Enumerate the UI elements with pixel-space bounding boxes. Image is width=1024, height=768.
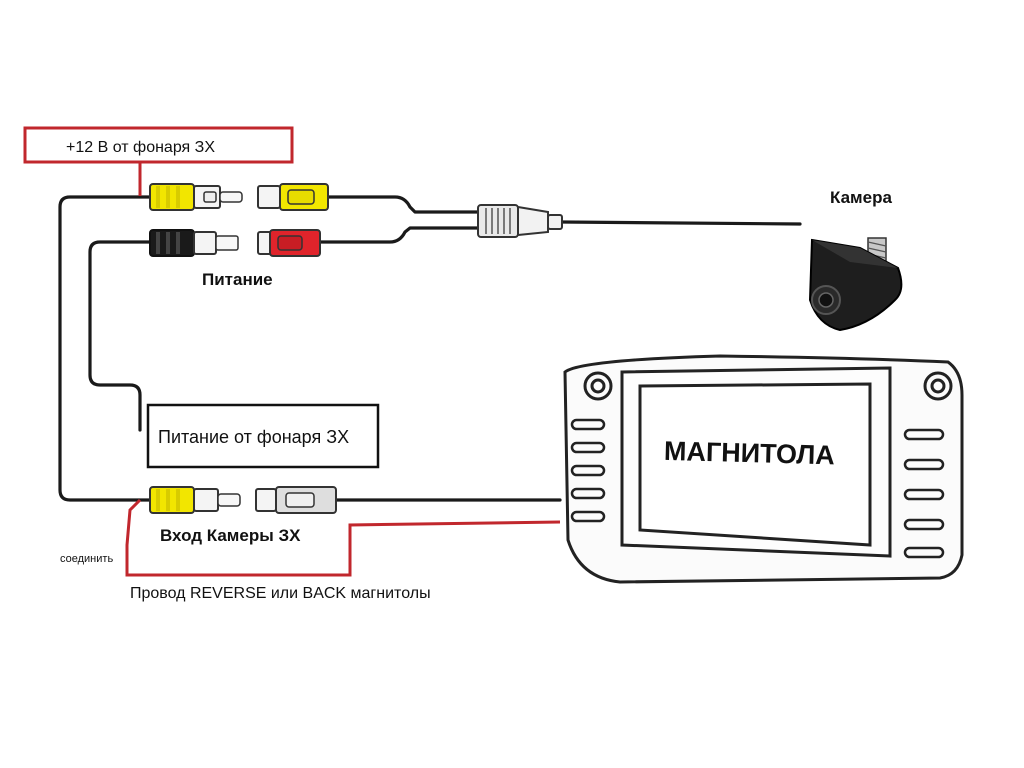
label-camera-input: Вход Камеры ЗХ (160, 526, 301, 545)
cable-yellow-top-to-bottom (58, 195, 152, 502)
label-power-from-light: Питание от фонаря ЗХ (158, 427, 349, 447)
cable-splitter-bottom (318, 226, 480, 244)
label-plus12v: +12 В от фонаря ЗХ (66, 139, 215, 156)
rca-top-yellow-male (149, 183, 243, 211)
label-reverse-wire: Провод REVERSE или BACK магнитолы (130, 585, 431, 602)
head-unit-icon (563, 354, 964, 584)
red-wire-reverse (125, 498, 561, 577)
red-wires (23, 126, 561, 577)
rca-bottom-yellow-male (149, 486, 241, 514)
red-wire-plus12v (23, 126, 294, 196)
power-from-light-box (146, 403, 380, 469)
black-cables (58, 195, 802, 502)
camera-icon (808, 237, 903, 332)
rca-top-yellow-female (257, 183, 329, 211)
rca-bottom-white-female (255, 486, 337, 514)
rca-black-male (149, 229, 239, 257)
cable-splitter-connector (477, 204, 563, 238)
cable-to-camera (560, 220, 802, 226)
cable-splitter-top (326, 195, 480, 214)
rca-red-female (257, 229, 321, 257)
label-connect: соединить (60, 553, 113, 565)
cable-black-to-power-box (88, 240, 152, 432)
label-head-unit: МАГНИТОЛА (664, 436, 836, 470)
label-camera: Камера (830, 188, 892, 207)
label-power: Питание (202, 270, 273, 289)
